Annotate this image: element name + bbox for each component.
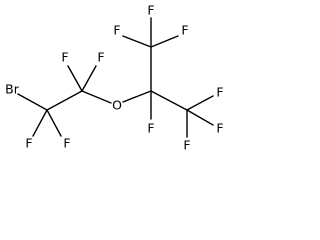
atom-fluorine: F	[63, 136, 70, 151]
bond-o-c3	[122, 90, 152, 103]
bond-c2-f3	[67, 65, 83, 92]
atom-fluorine: F	[113, 23, 120, 38]
atom-fluorine: F	[97, 50, 104, 65]
bond-c1-f2	[46, 109, 62, 137]
bonds	[17, 17, 214, 138]
bond-c5-f9	[186, 95, 214, 111]
bond-c4-f8	[150, 35, 179, 48]
atom-fluorine: F	[147, 3, 154, 18]
bond-c1-f1	[32, 109, 48, 137]
bond-c2-f4	[81, 65, 97, 92]
atom-labels: Br O F F F F F F F F F F F	[5, 3, 223, 153]
bond-c2-o	[81, 90, 112, 104]
bond-c5-f10	[186, 109, 214, 126]
atom-fluorine: F	[216, 121, 223, 136]
bond-c3-c5	[150, 90, 188, 111]
atom-bromine: Br	[5, 82, 20, 97]
atom-fluorine: F	[25, 136, 32, 151]
atom-fluorine: F	[216, 85, 223, 100]
bond-c1-c2	[46, 90, 83, 111]
structure-diagram: Br O F F F F F F F F F F F	[5, 3, 223, 153]
atom-fluorine: F	[61, 50, 68, 65]
bond-c4-f7	[122, 35, 152, 48]
atom-fluorine: F	[181, 23, 188, 38]
atom-fluorine: F	[147, 121, 154, 136]
atom-fluorine: F	[183, 138, 190, 153]
atom-oxygen: O	[112, 98, 122, 113]
bond-br-c1	[17, 93, 48, 111]
